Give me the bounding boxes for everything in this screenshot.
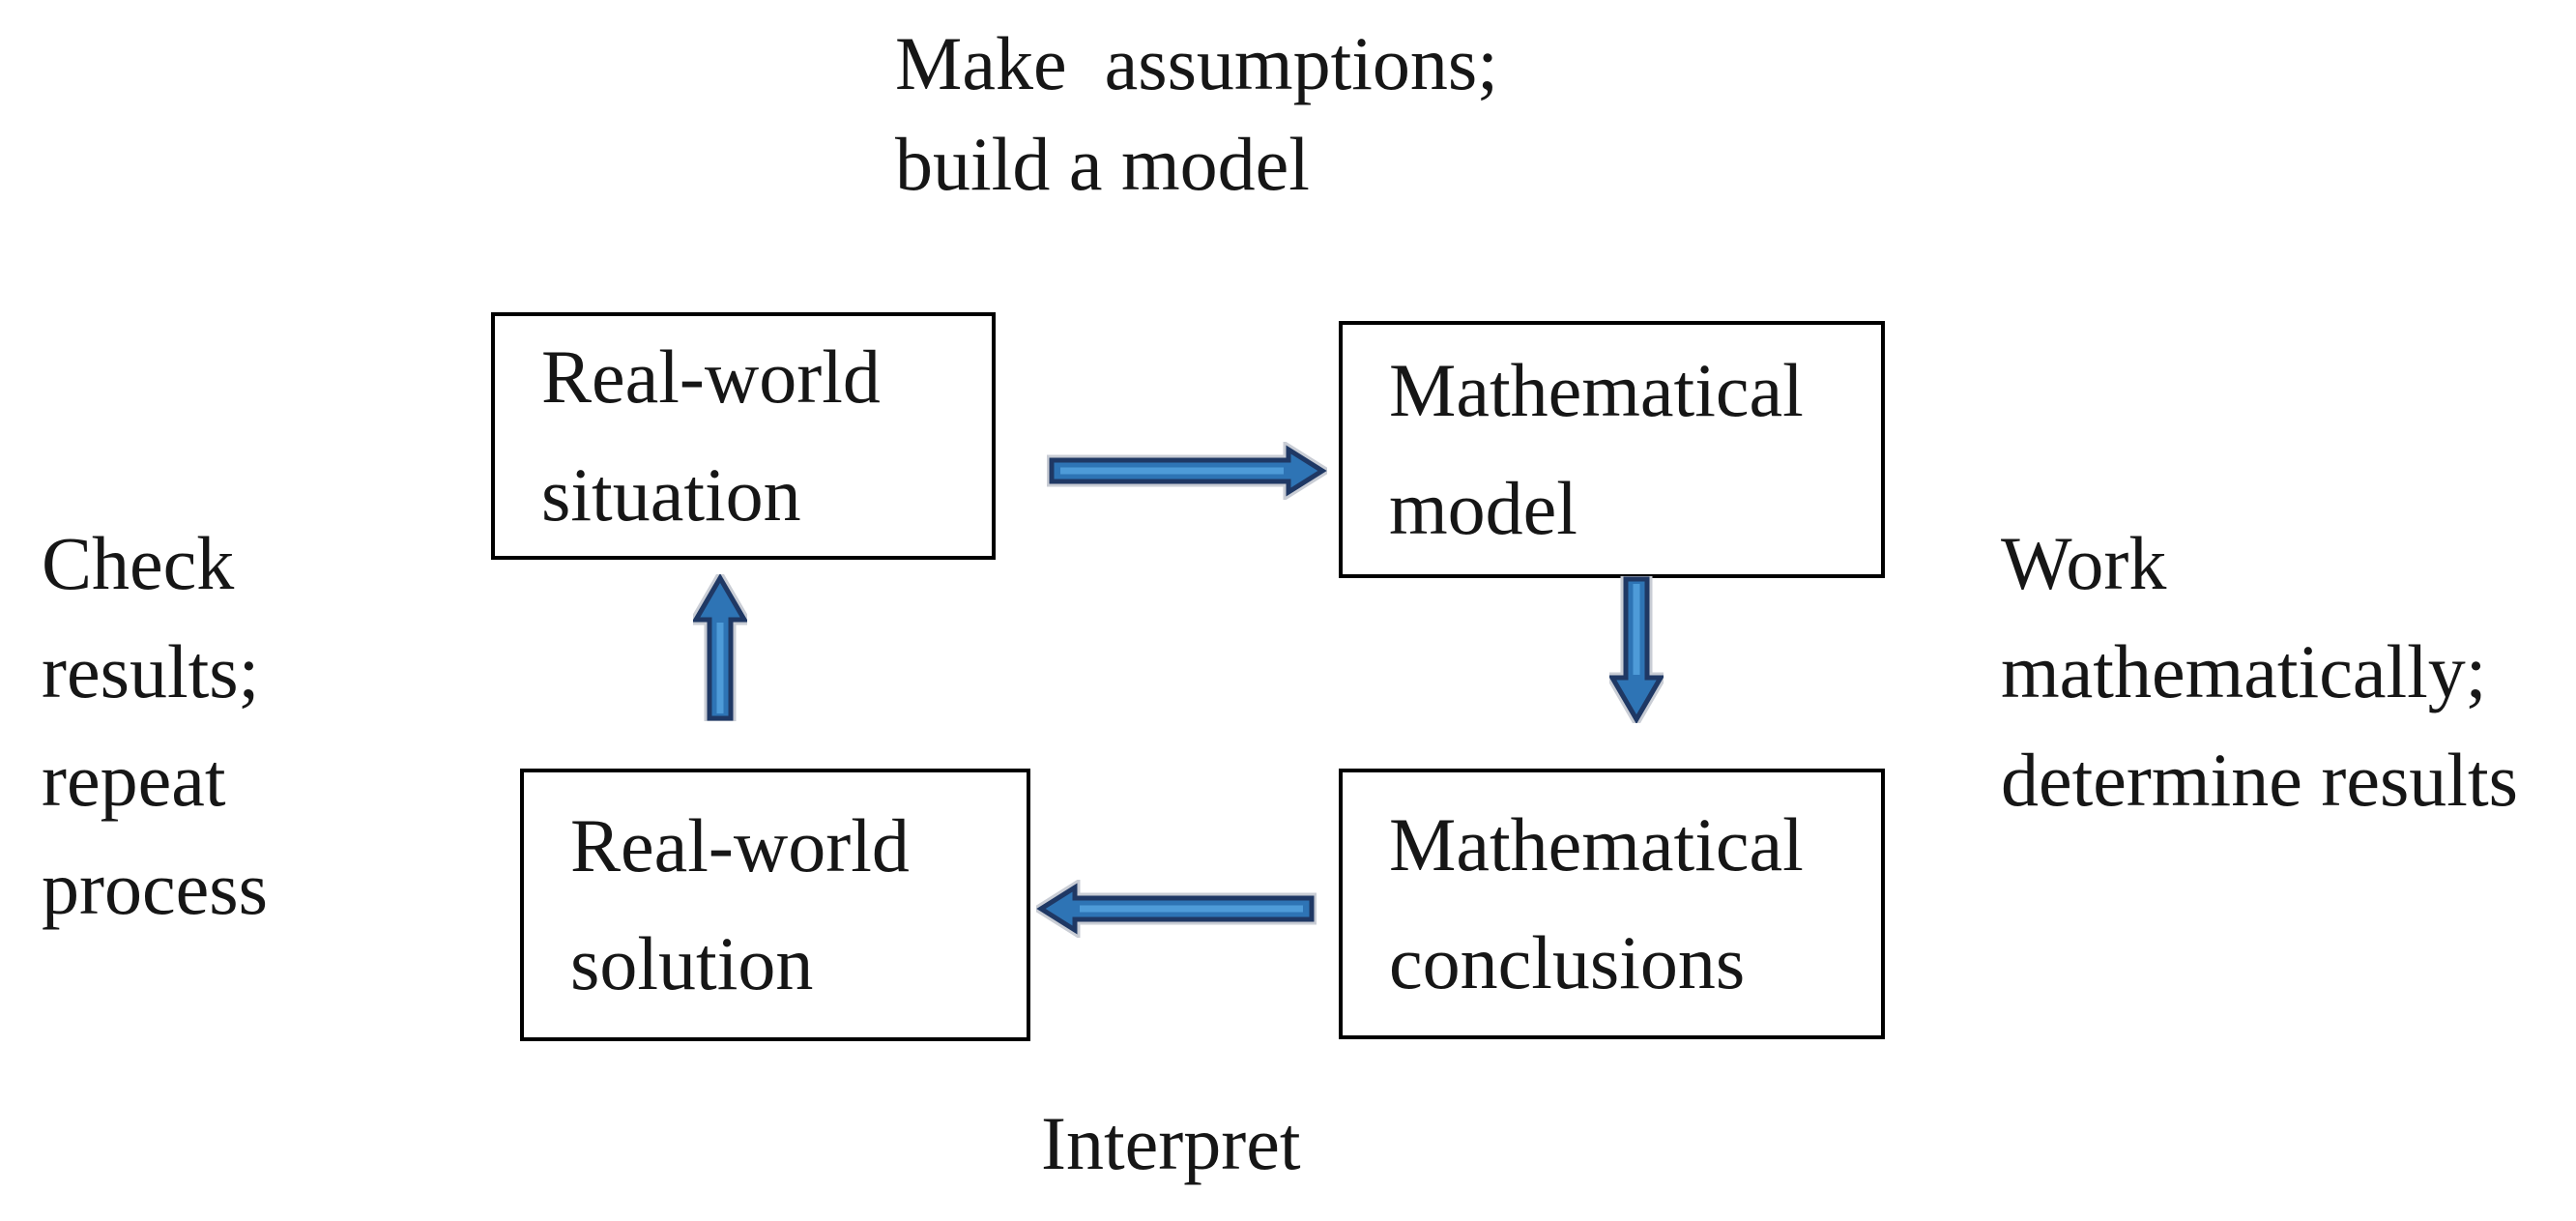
box-line: situation [541, 452, 801, 537]
label-line: determine results [2001, 738, 2518, 822]
box-line: solution [570, 921, 814, 1005]
label-work-mathematically: Work mathematically; determine results [2001, 509, 2518, 834]
box-mathematical-model: Mathematical model [1339, 321, 1885, 578]
label-line: Interpret [1041, 1101, 1301, 1185]
box-line: Mathematical [1389, 802, 1804, 887]
box-real-world-solution: Real-world solution [520, 769, 1030, 1041]
label-interpret: Interpret [1041, 1090, 1301, 1198]
arrow-left-connector [1030, 878, 1317, 940]
label-line: mathematically; [2001, 629, 2487, 713]
label-line: build a model [895, 122, 1310, 206]
box-real-world-situation: Real-world situation [491, 312, 996, 560]
label-line: Work [2001, 521, 2167, 605]
label-line: Check [42, 521, 235, 605]
arrow-up-icon [686, 567, 754, 724]
label-check-results: Check results; repeat process [42, 509, 268, 943]
label-line: repeat [42, 738, 226, 822]
arrow-right-icon [1046, 440, 1333, 502]
arrow-right-connector [1046, 440, 1333, 502]
label-line: Make assumptions; [895, 21, 1498, 105]
arrow-up-connector [686, 567, 754, 724]
arrow-down-connector [1603, 573, 1670, 730]
label-line: results; [42, 629, 260, 713]
label-make-assumptions: Make assumptions; build a model [895, 14, 1498, 215]
label-line: process [42, 846, 268, 930]
box-line: conclusions [1389, 920, 1746, 1004]
box-line: Real-world [570, 803, 910, 887]
arrow-left-icon [1030, 878, 1317, 940]
box-line: Real-world [541, 334, 881, 419]
box-line: Mathematical [1389, 348, 1804, 432]
arrow-down-icon [1603, 573, 1670, 730]
box-line: model [1389, 466, 1577, 550]
box-mathematical-conclusions: Mathematical conclusions [1339, 769, 1885, 1039]
